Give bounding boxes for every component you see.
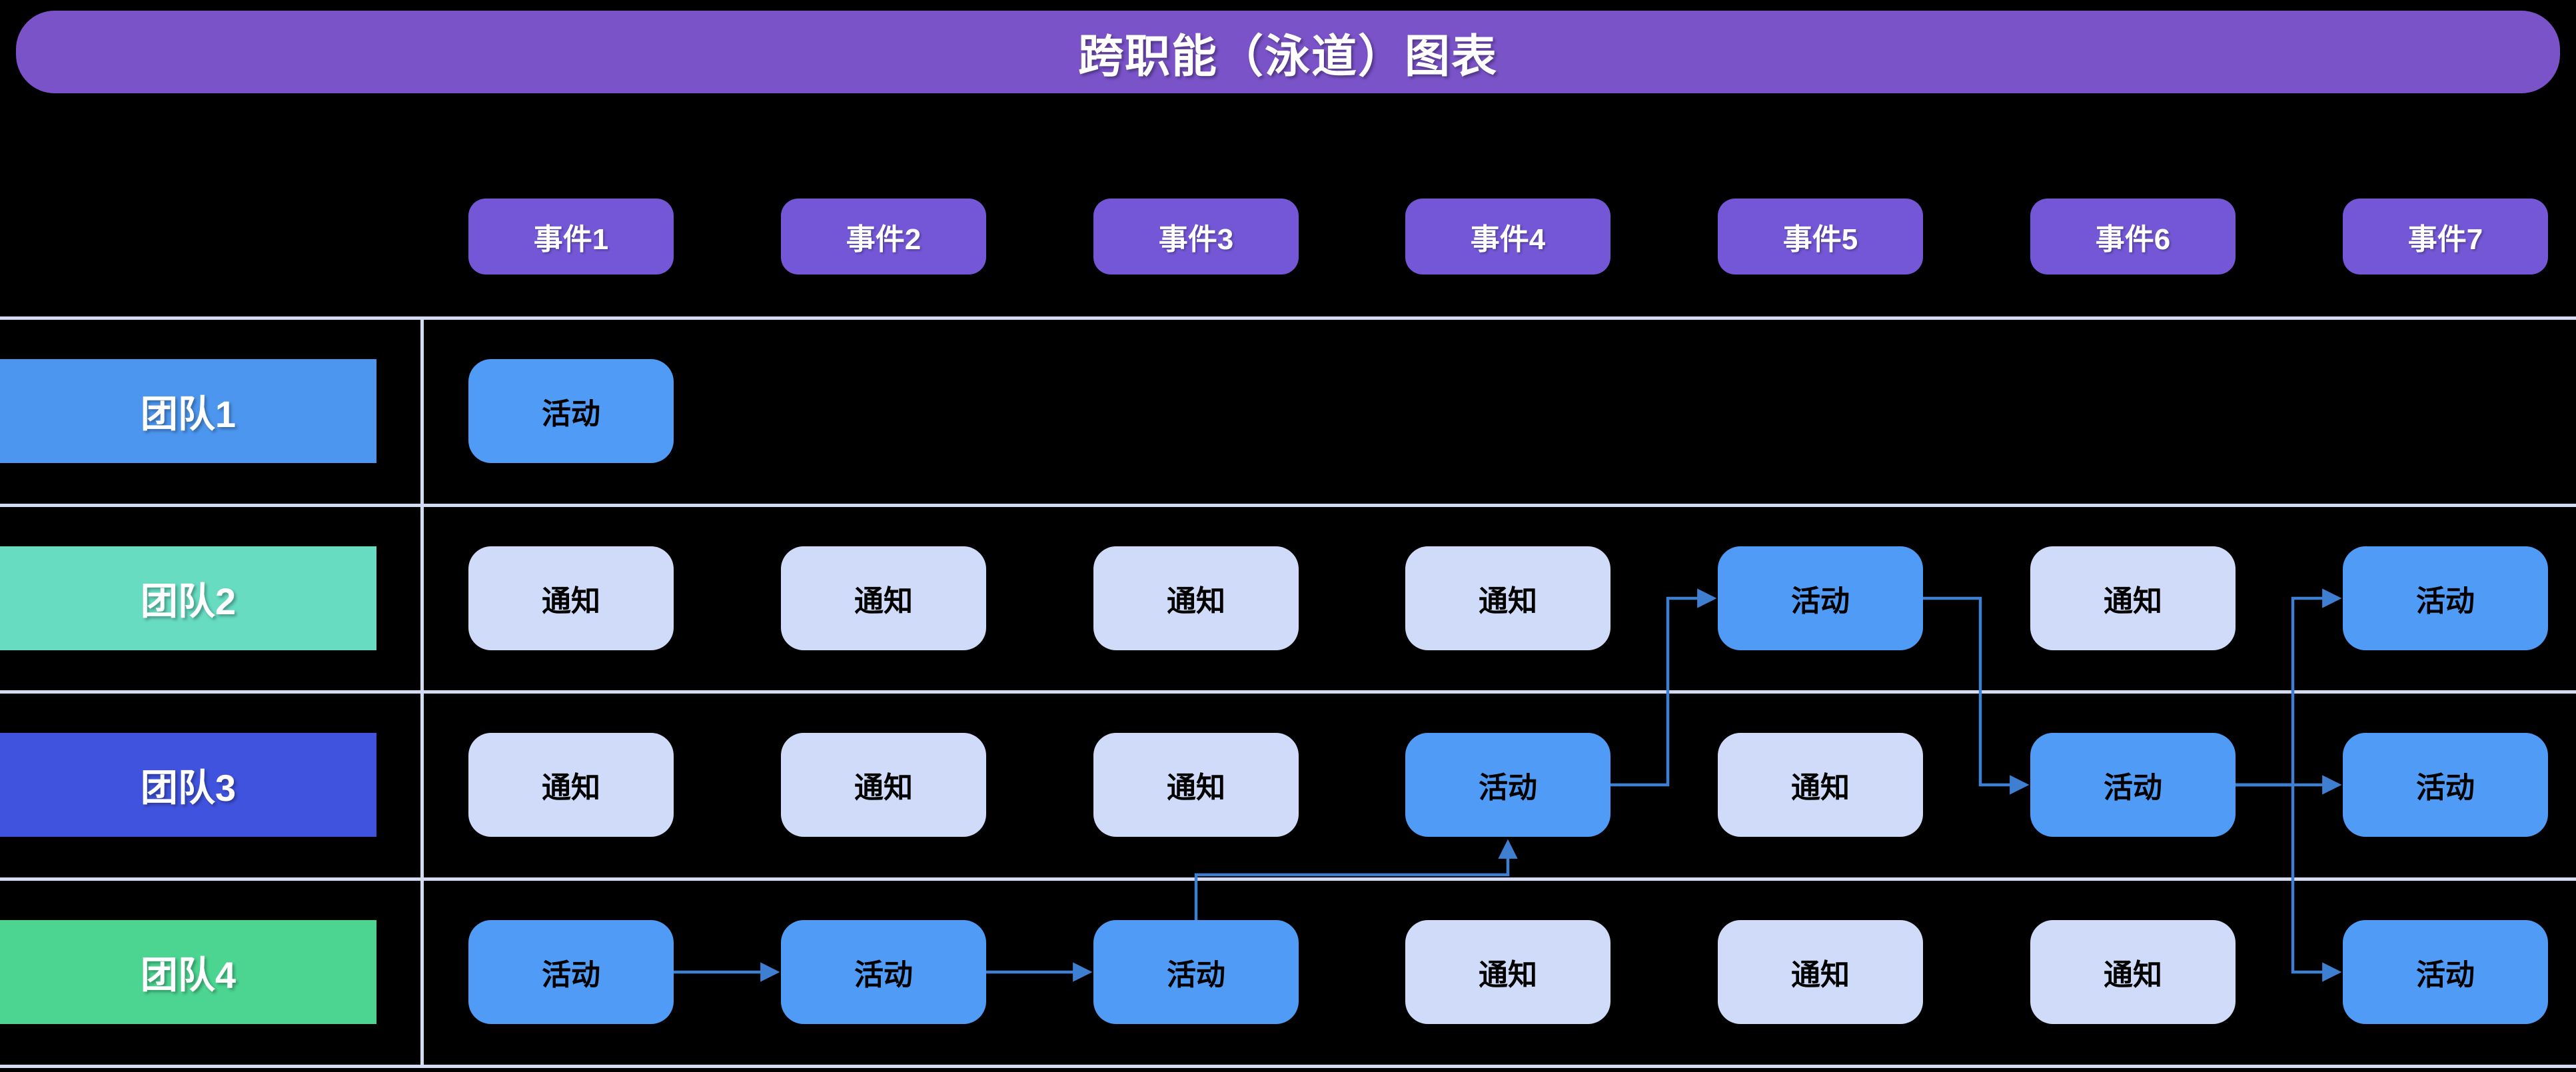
lane-divider-line: [0, 504, 2576, 507]
activity-node[interactable]: 活动: [2343, 546, 2548, 650]
team-label: 团队3: [141, 758, 236, 812]
node-label: 活动: [1479, 764, 1537, 806]
node-label: 活动: [1791, 577, 1850, 620]
team-label: 团队2: [141, 572, 236, 626]
activity-node[interactable]: 活动: [468, 359, 674, 463]
node-label: 通知: [854, 577, 913, 620]
lane-divider-line: [0, 1065, 2576, 1068]
activity-node[interactable]: 活动: [1093, 920, 1299, 1024]
team-lane-label-node[interactable]: 团队2: [0, 546, 376, 650]
event-header-node[interactable]: 事件3: [1093, 199, 1299, 274]
lane-divider-line: [0, 690, 2576, 694]
team-lane-label-node[interactable]: 团队1: [0, 359, 376, 463]
team-lane-label-node[interactable]: 团队4: [0, 920, 376, 1024]
notification-node[interactable]: 通知: [468, 546, 674, 650]
activity-node[interactable]: 活动: [2343, 733, 2548, 837]
node-label: 通知: [1479, 577, 1537, 620]
node-label: 通知: [1791, 764, 1850, 806]
node-label: 通知: [542, 577, 600, 620]
node-label: 活动: [542, 390, 600, 432]
node-label: 通知: [1167, 764, 1225, 806]
event-header-label: 事件2: [846, 215, 921, 258]
event-header-node[interactable]: 事件7: [2343, 199, 2548, 274]
notification-node[interactable]: 通知: [1405, 920, 1610, 1024]
activity-node[interactable]: 活动: [1718, 546, 1923, 650]
lane-divider-line: [0, 316, 2576, 320]
node-label: 通知: [1791, 951, 1850, 993]
event-header-label: 事件3: [1159, 215, 1233, 258]
node-label: 通知: [542, 764, 600, 806]
node-label: 通知: [2104, 577, 2162, 620]
notification-node[interactable]: 通知: [781, 733, 986, 837]
team-lane-label-node[interactable]: 团队3: [0, 733, 376, 837]
diagram-title: 跨职能（泳道）图表: [1078, 19, 1498, 85]
event-header-label: 事件4: [1471, 215, 1545, 258]
activity-node[interactable]: 活动: [781, 920, 986, 1024]
activity-node[interactable]: 活动: [2343, 920, 2548, 1024]
notification-node[interactable]: 通知: [2030, 920, 2236, 1024]
activity-node[interactable]: 活动: [2030, 733, 2236, 837]
team-label: 团队4: [141, 945, 236, 999]
lane-divider-line: [0, 877, 2576, 881]
notification-node[interactable]: 通知: [468, 733, 674, 837]
event-header-label: 事件5: [1783, 215, 1858, 258]
node-label: 通知: [1479, 951, 1537, 993]
notification-node[interactable]: 通知: [1405, 546, 1610, 650]
node-label: 活动: [1167, 951, 1225, 993]
node-label: 活动: [2416, 577, 2475, 620]
team-label: 团队1: [141, 384, 236, 438]
event-header-node[interactable]: 事件2: [781, 199, 986, 274]
node-label: 通知: [2104, 951, 2162, 993]
notification-node[interactable]: 通知: [1093, 733, 1299, 837]
activity-node[interactable]: 活动: [1405, 733, 1610, 837]
notification-node[interactable]: 通知: [1718, 733, 1923, 837]
event-header-node[interactable]: 事件6: [2030, 199, 2236, 274]
event-header-node[interactable]: 事件1: [468, 199, 674, 274]
event-header-label: 事件7: [2408, 215, 2483, 258]
event-header-node[interactable]: 事件4: [1405, 199, 1610, 274]
event-header-label: 事件6: [2096, 215, 2170, 258]
notification-node[interactable]: 通知: [1718, 920, 1923, 1024]
node-label: 活动: [542, 951, 600, 993]
event-header-node[interactable]: 事件5: [1718, 199, 1923, 274]
diagram-title-bar: 跨职能（泳道）图表: [16, 11, 2560, 93]
notification-node[interactable]: 通知: [781, 546, 986, 650]
event-header-label: 事件1: [534, 215, 608, 258]
node-label: 活动: [2416, 951, 2475, 993]
header-separator-line: [420, 316, 424, 1068]
notification-node[interactable]: 通知: [2030, 546, 2236, 650]
node-label: 通知: [1167, 577, 1225, 620]
node-label: 活动: [854, 951, 913, 993]
node-label: 活动: [2104, 764, 2162, 806]
connector-arrow: [1196, 842, 1508, 920]
node-label: 通知: [854, 764, 913, 806]
node-label: 活动: [2416, 764, 2475, 806]
notification-node[interactable]: 通知: [1093, 546, 1299, 650]
activity-node[interactable]: 活动: [468, 920, 674, 1024]
